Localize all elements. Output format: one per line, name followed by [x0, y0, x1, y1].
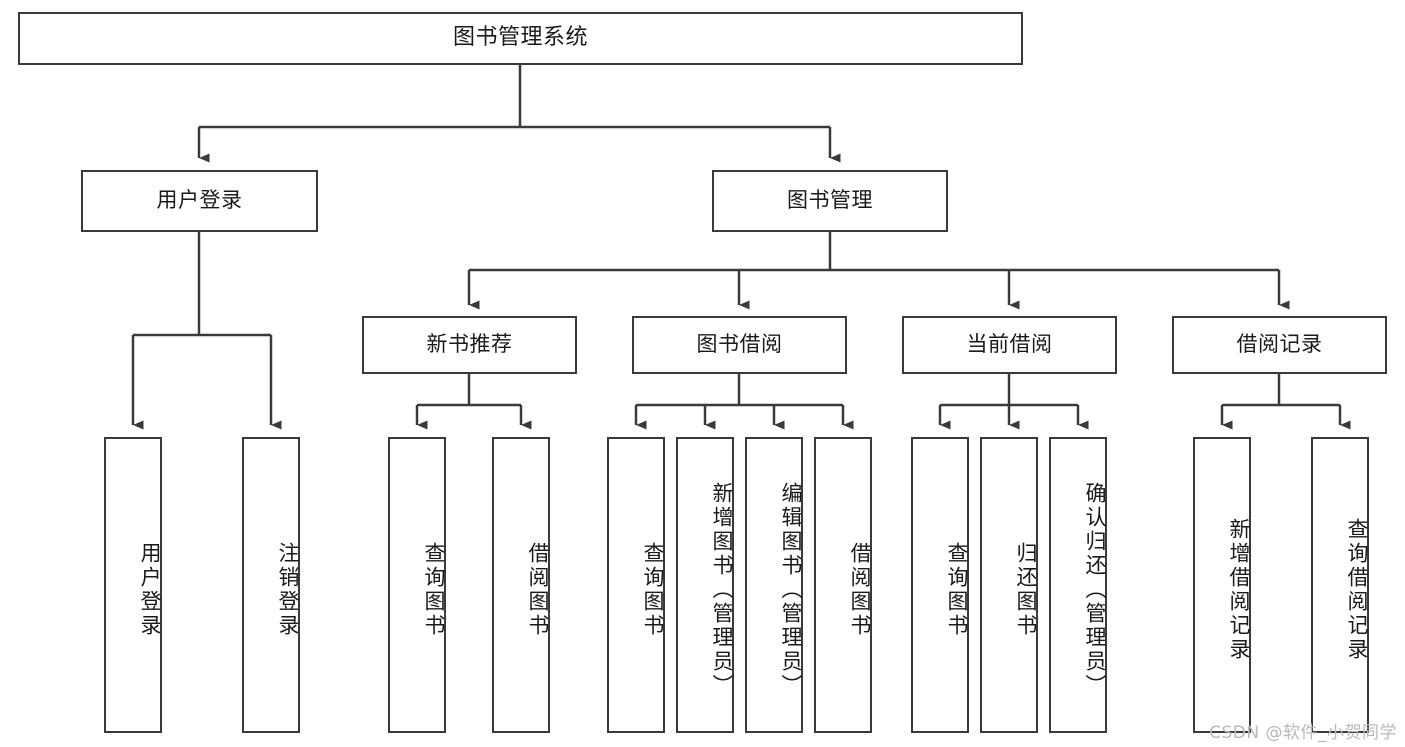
leaf-label: 归还图书 [1014, 542, 1038, 638]
leaf-label: 借阅图书 [526, 542, 550, 638]
node-root-label: 图书管理系统 [452, 25, 588, 51]
leaf-label: 新增图书（管理员） [710, 482, 734, 698]
leaf-label: 查询图书 [945, 542, 969, 638]
leaf-label: 查询图书 [641, 542, 665, 638]
node-current-borrow[interactable]: 当前借阅 [902, 316, 1117, 374]
leaf-book-borrow-edit[interactable]: 编辑图书（管理员） [745, 437, 803, 733]
leaf-current-borrow-return[interactable]: 归还图书 [980, 437, 1038, 733]
node-new-book-recommend[interactable]: 新书推荐 [362, 316, 577, 374]
node-current-borrow-label: 当前借阅 [966, 332, 1053, 357]
leaf-label: 查询图书 [422, 542, 446, 638]
leaf-new-book-query[interactable]: 查询图书 [388, 437, 446, 733]
leaf-user-login-login[interactable]: 用户登录 [104, 437, 162, 733]
node-borrow-record-label: 借阅记录 [1236, 332, 1323, 357]
leaf-book-borrow-query[interactable]: 查询图书 [607, 437, 665, 733]
node-root-book-management-system[interactable]: 图书管理系统 [18, 12, 1023, 65]
node-book-borrow-label: 图书借阅 [696, 332, 783, 357]
leaf-label: 注销登录 [276, 542, 300, 638]
leaf-label: 新增借阅记录 [1227, 518, 1251, 662]
leaf-current-borrow-confirm-return[interactable]: 确认归还（管理员） [1049, 437, 1107, 733]
node-user-login[interactable]: 用户登录 [81, 170, 318, 232]
leaf-user-login-logout[interactable]: 注销登录 [242, 437, 300, 733]
leaf-label: 用户登录 [138, 542, 162, 638]
csdn-watermark: CSDN @软件_小贺同学 [1209, 723, 1397, 743]
node-borrow-record[interactable]: 借阅记录 [1172, 316, 1387, 374]
node-user-login-label: 用户登录 [156, 188, 243, 213]
node-new-book-recommend-label: 新书推荐 [426, 332, 513, 357]
leaf-borrow-record-add[interactable]: 新增借阅记录 [1193, 437, 1251, 733]
node-book-management-label: 图书管理 [787, 188, 873, 213]
leaf-label: 确认归还（管理员） [1083, 482, 1107, 698]
node-book-management[interactable]: 图书管理 [712, 170, 948, 232]
leaf-label: 查询借阅记录 [1345, 518, 1369, 662]
leaf-book-borrow-borrow[interactable]: 借阅图书 [814, 437, 872, 733]
leaf-label: 编辑图书（管理员） [779, 482, 803, 698]
leaf-book-borrow-add[interactable]: 新增图书（管理员） [676, 437, 734, 733]
node-book-borrow[interactable]: 图书借阅 [632, 316, 847, 374]
leaf-label: 借阅图书 [848, 542, 872, 638]
leaf-current-borrow-query[interactable]: 查询图书 [911, 437, 969, 733]
leaf-new-book-borrow[interactable]: 借阅图书 [492, 437, 550, 733]
leaf-borrow-record-query[interactable]: 查询借阅记录 [1311, 437, 1369, 733]
